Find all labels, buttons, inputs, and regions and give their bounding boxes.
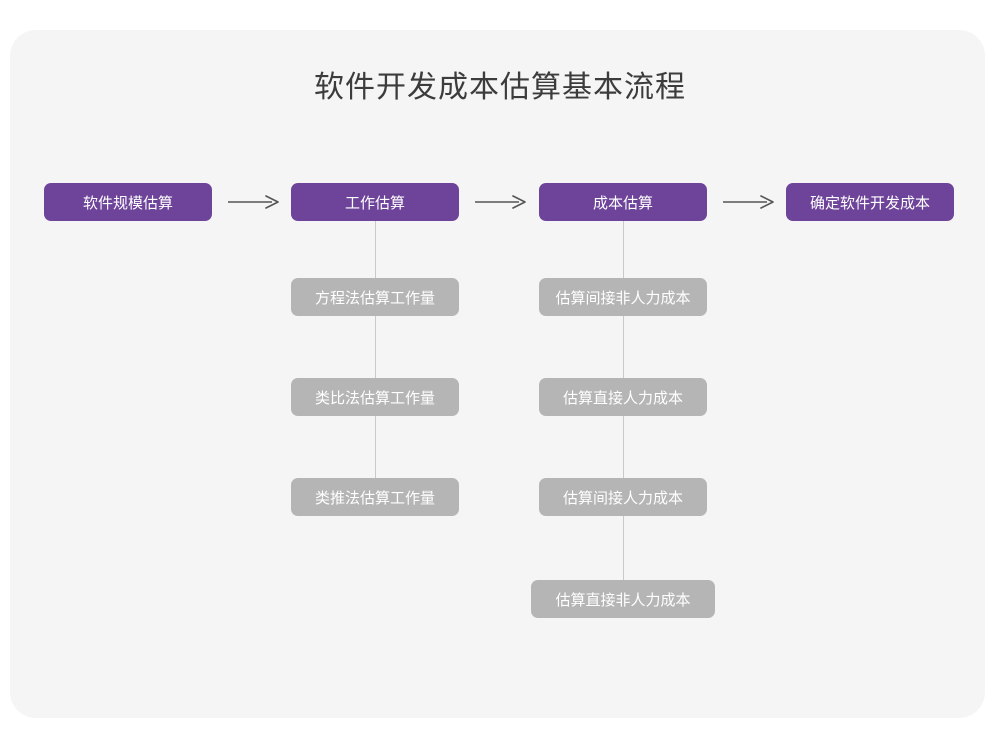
substep-label: 方程法估算工作量 — [314, 289, 435, 307]
stage-box-cost-estimation[interactable]: 成本估算 — [539, 183, 707, 221]
substep-box-indirect-labor-cost[interactable]: 估算间接人力成本 — [539, 478, 707, 516]
substep-label: 类推法估算工作量 — [314, 489, 435, 507]
connector-line-effort-branch — [375, 221, 376, 478]
stage-label: 软件规模估算 — [82, 194, 173, 212]
substep-label: 估算直接非人力成本 — [555, 591, 691, 609]
substep-label: 估算间接非人力成本 — [555, 289, 691, 307]
substep-box-inference-method[interactable]: 类推法估算工作量 — [291, 478, 459, 516]
substep-box-direct-labor-cost[interactable]: 估算直接人力成本 — [539, 378, 707, 416]
substep-label: 类比法估算工作量 — [314, 389, 435, 407]
arrow-right-icon — [228, 195, 280, 209]
arrow-right-icon — [723, 195, 775, 209]
stage-box-effort-estimation[interactable]: 工作估算 — [291, 183, 459, 221]
substep-box-direct-nonlabor-cost[interactable]: 估算直接非人力成本 — [531, 580, 715, 618]
substep-box-analogy-method[interactable]: 类比法估算工作量 — [291, 378, 459, 416]
stage-label: 成本估算 — [592, 194, 653, 212]
substep-label: 估算间接人力成本 — [562, 489, 683, 507]
page-title: 软件开发成本估算基本流程 — [314, 71, 686, 104]
substep-label: 估算直接人力成本 — [562, 389, 683, 407]
substep-box-indirect-nonlabor-cost[interactable]: 估算间接非人力成本 — [539, 278, 707, 316]
stage-label: 确定软件开发成本 — [809, 194, 930, 212]
arrow-right-icon — [475, 195, 527, 209]
stage-box-determine-development-cost[interactable]: 确定软件开发成本 — [786, 183, 954, 221]
stage-label: 工作估算 — [344, 194, 405, 212]
diagram-card — [10, 30, 985, 718]
stage-box-software-scale-estimation[interactable]: 软件规模估算 — [44, 183, 212, 221]
substep-box-equation-method[interactable]: 方程法估算工作量 — [291, 278, 459, 316]
